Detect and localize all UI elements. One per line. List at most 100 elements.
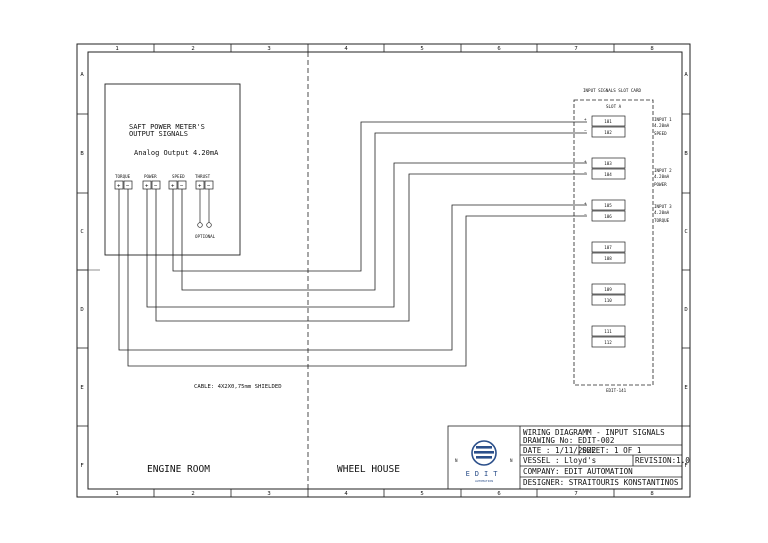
- pin-plus: +: [584, 117, 587, 122]
- terminal-label: 103: [604, 161, 612, 166]
- row-label: D: [80, 307, 84, 313]
- thrust-label: THRUST: [195, 174, 211, 179]
- column-markers-bottom: [153, 489, 615, 497]
- wire-torque-minus: [127, 189, 587, 367]
- terminal-106: [591, 210, 626, 222]
- speed-plus: +: [171, 184, 175, 190]
- input-descriptions: INPUT 1 4.20mA SPEED INPUT 2 4.20mA POWE…: [654, 117, 672, 223]
- row-label: F: [80, 463, 84, 469]
- outer-border: [76, 43, 691, 498]
- row-label: E: [80, 385, 84, 391]
- input-2-line2: 4.20mA: [654, 174, 670, 179]
- row-label: B: [684, 151, 688, 157]
- edit-automation-logo: EDIT AUTOMATION N N: [455, 440, 513, 483]
- drawing-number: DRAWING No: EDIT-002: [523, 436, 614, 445]
- torque-label: TORQUE: [115, 174, 131, 179]
- row-label: B: [80, 151, 84, 157]
- terminal-112: [591, 336, 626, 348]
- pin-minus: −: [584, 128, 587, 133]
- power-label: POWER: [144, 174, 157, 179]
- wire-speed-plus: [172, 121, 587, 272]
- input-2-line1: INPUT 2: [654, 168, 672, 173]
- input-1-line1: INPUT 1: [654, 117, 672, 122]
- terminal-label: 109: [604, 287, 612, 292]
- column-markers-top: [153, 44, 615, 52]
- input-3-line3: TORQUE: [654, 218, 670, 223]
- slot-card-footer: EDIT-141: [606, 388, 627, 393]
- slot-card-box: [573, 99, 654, 386]
- thrust-optional-pins: [197, 189, 212, 228]
- thrust-terminals: + −: [195, 180, 214, 190]
- terminal-107: [591, 241, 626, 253]
- input-1-line3: SPEED: [654, 131, 667, 136]
- row-label: E: [684, 385, 688, 391]
- terminal-label: 108: [604, 256, 612, 261]
- wheel-house-label: WHEEL HOUSE: [337, 464, 400, 475]
- input-1-line2: 4.20mA: [654, 123, 670, 128]
- row-labels-left: A B C D E F: [80, 72, 84, 469]
- pin-plus: +: [584, 159, 587, 164]
- terminal-label: 110: [604, 298, 612, 303]
- input-3-line1: INPUT 3: [654, 204, 672, 209]
- terminal-110: [591, 294, 626, 306]
- company-name: COMPANY: EDIT AUTOMATION: [523, 467, 633, 476]
- power-minus: −: [154, 184, 158, 190]
- row-markers: [77, 113, 690, 427]
- row-label: C: [80, 229, 83, 235]
- terminal-102: [591, 126, 626, 138]
- logo-tagline: AUTOMATION: [475, 479, 493, 483]
- terminal-label: 112: [604, 340, 612, 345]
- speed-label: SPEED: [172, 174, 185, 179]
- pin-plus: +: [584, 201, 587, 206]
- speed-minus: −: [180, 184, 184, 190]
- torque-minus: −: [126, 184, 130, 190]
- cable-spec: CABLE: 4X2X0,75mm SHIELDED: [194, 384, 282, 390]
- column-label: 5: [420, 491, 423, 497]
- wire-power-plus: [146, 162, 587, 308]
- meter-terminal-groups: TORQUE POWER SPEED THRUST + − + − + − + …: [114, 174, 216, 239]
- signal-wires: [118, 121, 587, 367]
- terminal-label: 104: [604, 172, 612, 177]
- title-block: [447, 425, 683, 490]
- input-3-line2: 4.20mA: [654, 210, 670, 215]
- column-label: 2: [191, 46, 194, 52]
- drawing-date: DATE : 1/11/2022: [523, 446, 596, 455]
- power-terminals: + −: [142, 180, 161, 190]
- engine-room-label: ENGINE ROOM: [147, 464, 210, 475]
- column-label: 4: [344, 491, 348, 497]
- slot-terminal-labels: 101 102 103 104 105 106 107 108 109 110 …: [604, 119, 612, 345]
- column-label: 6: [497, 46, 500, 52]
- logo-bracket-right: N: [510, 458, 513, 463]
- thrust-minus: −: [207, 184, 211, 190]
- terminal-109: [591, 283, 626, 295]
- wire-power-minus: [155, 173, 587, 322]
- meter-title-line2: OUTPUT SIGNALS: [129, 130, 188, 138]
- pin-polarity-markers: + − + − + −: [584, 117, 587, 217]
- terminal-label: 107: [604, 245, 612, 250]
- slot-label: SLOT A: [606, 104, 622, 109]
- slot-terminals: [591, 115, 626, 348]
- column-label: 7: [574, 491, 577, 497]
- column-label: 5: [420, 46, 423, 52]
- column-label: 2: [191, 491, 194, 497]
- inner-border: [87, 51, 683, 490]
- power-meter-box: [104, 83, 241, 256]
- row-label: D: [684, 307, 688, 313]
- column-label: 6: [497, 491, 500, 497]
- row-label: A: [684, 72, 688, 78]
- pin-minus: −: [584, 170, 587, 175]
- column-label: 4: [344, 46, 348, 52]
- meter-title-line1: SAFT POWER METER'S: [129, 123, 205, 131]
- terminal-101: [591, 115, 626, 127]
- revision: REVISION:1.0: [635, 456, 690, 465]
- terminal-label: 102: [604, 130, 612, 135]
- terminal-111: [591, 325, 626, 337]
- terminal-104: [591, 168, 626, 180]
- wire-speed-minus: [181, 132, 587, 291]
- row-labels-right: A B C D E F: [684, 72, 688, 469]
- terminal-108: [591, 252, 626, 264]
- column-label: 8: [650, 46, 654, 52]
- designer-name: DESIGNER: STRAITOURIS KONSTANTINOS: [523, 478, 679, 487]
- column-labels-top: 1 2 3 4 5 6 7 8: [115, 46, 654, 52]
